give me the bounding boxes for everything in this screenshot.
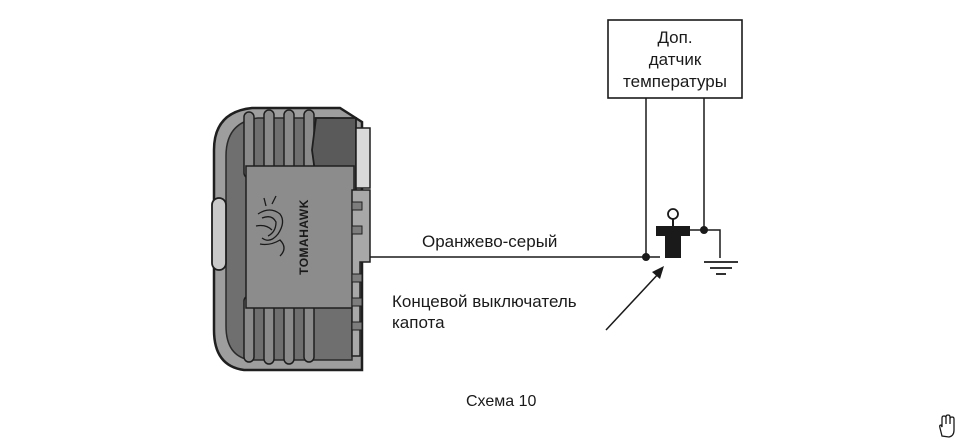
temperature-sensor-box — [607, 19, 743, 99]
junction-dots — [642, 226, 708, 261]
alarm-unit — [211, 106, 371, 372]
diagram-caption: Схема 10 — [466, 393, 537, 410]
switch-pointer-arrow — [605, 266, 664, 331]
sensor-label-line1: Доп. — [657, 28, 693, 47]
sensor-label-line2: датчик — [648, 50, 702, 69]
ground-wire — [676, 229, 721, 258]
wire-color-label: Оранжево-серый — [422, 232, 558, 251]
hand-cursor-icon — [939, 414, 955, 438]
wires — [370, 98, 721, 258]
brand-label: TOMAHAWK — [297, 199, 311, 275]
ground-icon — [704, 261, 738, 275]
hawk-logo-icon — [255, 195, 285, 257]
hood-switch-label-line1: Концевой выключатель — [392, 292, 577, 311]
sensor-label-line3: температуры — [623, 72, 727, 91]
hood-switch-label-line2: капота — [392, 313, 445, 332]
hood-switch-icon — [656, 208, 690, 258]
